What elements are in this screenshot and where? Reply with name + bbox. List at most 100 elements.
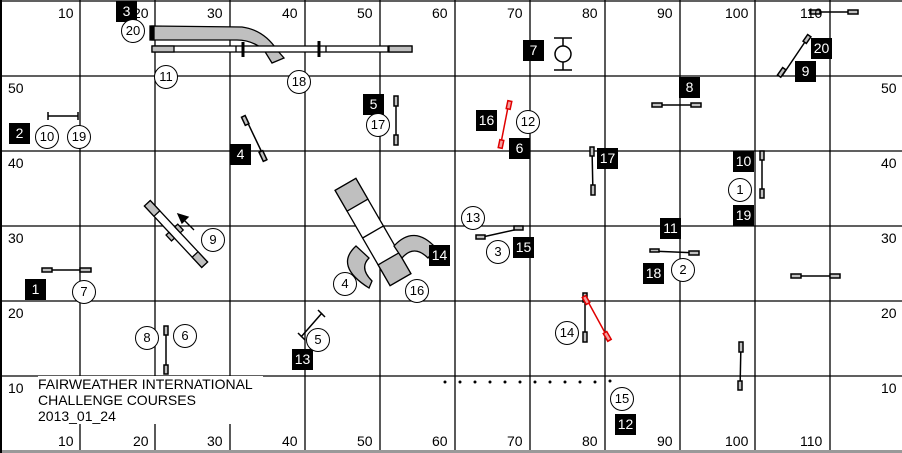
x-tick-bottom: 110 [800,433,823,449]
a-frame [334,177,412,287]
course-a-marker: 16 [476,110,497,131]
course-b-marker: 15 [610,387,634,411]
jump [475,225,524,240]
course-b-marker: 4 [333,272,357,296]
y-tick-right: 20 [881,305,897,321]
course-b-marker: 13 [461,206,485,230]
course-a-marker: 9 [795,61,816,82]
course-a-marker: 6 [509,138,530,159]
x-tick-top: 110 [800,5,823,21]
x-tick-top: 60 [432,5,448,21]
tunnel-entry [149,25,155,41]
jump [393,95,399,146]
course-a-marker: 15 [513,237,534,258]
course-a-marker: 12 [615,414,636,435]
course-title-block: FAIRWEATHER INTERNATIONAL CHALLENGE COUR… [38,376,263,424]
jump [589,146,596,196]
y-tick-right: 40 [881,155,897,171]
y-tick-left: 10 [8,380,24,396]
course-a-marker: 8 [679,77,700,98]
direction-arrow [176,212,195,231]
x-tick-bottom: 90 [657,433,673,449]
tire-jump [554,37,572,71]
jump [759,150,765,199]
jump [163,325,169,375]
jump [240,114,268,163]
course-a-marker: 13 [292,349,313,370]
course-date: 2013_01_24 [38,408,116,424]
y-tick-right: 10 [881,380,897,396]
course-b-marker: 19 [67,125,91,149]
weave-poles [443,379,612,384]
title-line-1: FAIRWEATHER INTERNATIONAL [38,376,253,392]
course-b-marker: 6 [173,324,197,348]
x-tick-top: 50 [357,5,373,21]
x-tick-top: 100 [725,5,749,21]
course-a-marker: 10 [733,151,754,172]
course-a-marker: 11 [660,218,681,239]
x-tick-bottom: 60 [432,433,448,449]
bottom-border [2,450,902,453]
x-tick-top: 30 [207,5,223,21]
x-tick-bottom: 80 [582,433,598,449]
x-tick-top: 70 [507,5,523,21]
course-b-marker: 16 [405,279,429,303]
jump [776,33,812,79]
course-b-marker: 12 [516,110,540,134]
jump [47,112,79,120]
highlighted-jump [581,294,613,343]
tunnel [151,25,286,64]
x-tick-bottom: 30 [207,433,223,449]
course-b-marker: 8 [135,326,159,350]
jump [651,102,702,108]
dogwalk [151,41,413,57]
jump [41,267,92,273]
course-b-marker: 18 [287,70,311,94]
course-a-marker: 7 [523,40,544,61]
x-tick-bottom: 40 [282,433,298,449]
course-a-marker: 1 [25,279,46,300]
x-tick-top: 10 [58,5,74,21]
x-tick-bottom: 10 [58,433,74,449]
curved-tunnel [393,234,437,260]
course-a-marker: 18 [643,263,664,284]
course-a-marker: 20 [811,38,832,59]
jump [649,248,700,256]
x-tick-bottom: 100 [725,433,749,449]
course-a-marker: 5 [363,94,384,115]
jump [297,309,326,341]
course-b-marker: 1 [728,178,752,202]
course-b-marker: 11 [154,65,178,89]
course-b-marker: 7 [72,280,96,304]
teeter [143,199,209,269]
course-b-marker: 20 [121,19,145,43]
course-b-marker: 2 [671,258,695,282]
x-tick-top: 80 [582,5,598,21]
course-a-marker: 3 [116,1,137,22]
course-a-marker: 19 [733,205,754,226]
course-b-marker: 14 [555,321,579,345]
course-a-marker: 2 [9,123,30,144]
jump [737,341,744,391]
x-tick-bottom: 50 [357,433,373,449]
course-a-marker: 14 [429,245,450,266]
jump [809,9,859,15]
course-b-marker: 10 [35,125,59,149]
y-tick-right: 50 [881,80,897,96]
course-a-marker: 17 [597,148,618,169]
course-b-marker: 9 [201,228,225,252]
x-tick-bottom: 20 [133,433,149,449]
y-tick-left: 40 [8,155,24,171]
title-line-2: CHALLENGE COURSES [38,392,196,408]
course-b-marker: 5 [306,328,330,352]
highlighted-jump [497,99,513,150]
jump [790,273,841,279]
y-tick-left: 20 [8,305,24,321]
course-b-marker: 17 [366,113,390,137]
course-b-marker: 3 [486,240,510,264]
y-tick-left: 50 [8,80,24,96]
y-tick-right: 30 [881,230,897,246]
x-tick-top: 40 [282,5,298,21]
